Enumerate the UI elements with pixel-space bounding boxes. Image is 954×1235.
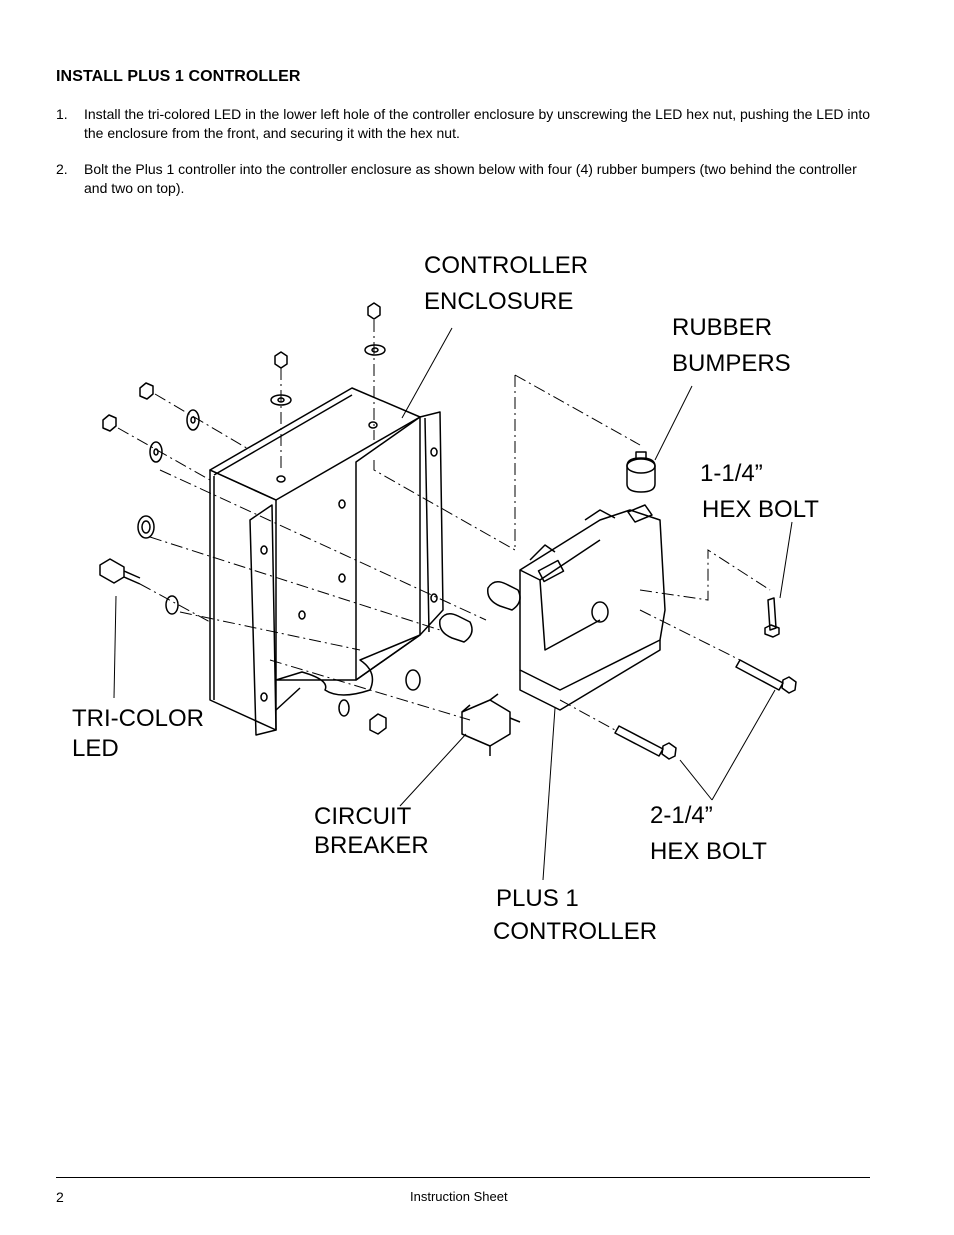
label-tri-color-led: TRI-COLOR LED bbox=[72, 704, 204, 764]
callout-line: CONTROLLER bbox=[493, 918, 658, 945]
callout-line: CONTROLLER bbox=[424, 252, 589, 279]
callout-line: HEX BOLT bbox=[650, 838, 767, 865]
bumper-top bbox=[626, 457, 656, 493]
nut-top-left bbox=[274, 351, 288, 369]
bumper-back-2 bbox=[439, 613, 473, 643]
callout-line: 1-1/4” bbox=[700, 460, 763, 487]
callout-line: CIRCUIT bbox=[314, 803, 412, 830]
label-controller-enclosure: CONTROLLER ENCLOSURE bbox=[424, 248, 588, 320]
label-plus1-controller: PLUS 1 CONTROLLER bbox=[493, 882, 657, 948]
section-heading: INSTALL PLUS 1 CONTROLLER bbox=[56, 68, 301, 85]
enclosure-top bbox=[209, 387, 421, 501]
led-body bbox=[99, 558, 125, 584]
step-number: 1. bbox=[56, 106, 68, 122]
callout-line: RUBBER bbox=[672, 314, 773, 341]
callout-line: ENCLOSURE bbox=[424, 288, 574, 315]
callout-line: BREAKER bbox=[314, 832, 429, 859]
step-number: 2. bbox=[56, 161, 68, 177]
callout-line: HEX BOLT bbox=[702, 496, 819, 523]
label-hex-bolt-short: 1-1/4” HEX BOLT bbox=[700, 456, 819, 528]
callout-line: LED bbox=[72, 735, 119, 762]
footer-divider bbox=[56, 1177, 870, 1178]
hex-bolt-long-1 bbox=[735, 659, 784, 691]
callout-line: PLUS 1 bbox=[496, 885, 579, 912]
nut-left-1 bbox=[139, 382, 154, 400]
plus1-controller-body bbox=[519, 509, 666, 691]
callout-line: TRI-COLOR bbox=[72, 705, 204, 732]
label-hex-bolt-long: 2-1/4” HEX BOLT bbox=[650, 798, 767, 870]
enclosure-back-wall bbox=[355, 416, 421, 681]
footer-title: Instruction Sheet bbox=[410, 1189, 508, 1204]
label-circuit-breaker: CIRCUIT BREAKER bbox=[314, 802, 429, 860]
enclosure-right-flange bbox=[419, 411, 444, 636]
callout-line: 2-1/4” bbox=[650, 802, 713, 829]
circuit-breaker bbox=[461, 699, 511, 747]
step-text: Bolt the Plus 1 controller into the cont… bbox=[84, 161, 857, 196]
nut-top-right bbox=[367, 302, 381, 320]
page-number: 2 bbox=[56, 1189, 64, 1205]
hex-bolt-long-2 bbox=[614, 725, 664, 757]
enclosure-front-flange bbox=[249, 504, 277, 736]
bumper-back-1 bbox=[487, 581, 521, 611]
nut-left-2 bbox=[102, 414, 117, 432]
callout-line: BUMPERS bbox=[672, 350, 791, 377]
hex-bolt-short bbox=[767, 597, 777, 631]
label-rubber-bumpers: RUBBER BUMPERS bbox=[672, 310, 791, 382]
enclosure-bottom bbox=[275, 634, 421, 696]
step-text: Install the tri-colored LED in the lower… bbox=[84, 106, 870, 141]
